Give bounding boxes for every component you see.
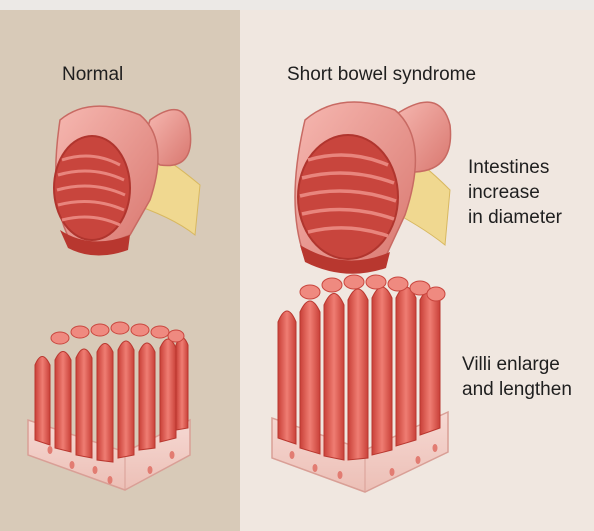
sbs-title: Short bowel syndrome xyxy=(287,62,476,87)
intestines-line-1: Intestines xyxy=(468,155,562,180)
intestines-line-2: increase xyxy=(468,180,562,205)
villi-line-1: Villi enlarge xyxy=(462,352,572,377)
sbs-villi-drawing xyxy=(272,275,448,492)
normal-title: Normal xyxy=(62,62,123,87)
normal-intestine-drawing xyxy=(54,106,200,255)
normal-villi-drawing xyxy=(28,322,190,490)
intestines-annotation: Intestines increase in diameter xyxy=(468,155,562,230)
intestines-line-3: in diameter xyxy=(468,205,562,230)
villi-line-2: and lengthen xyxy=(462,377,572,402)
sbs-intestine-drawing xyxy=(295,102,451,274)
villi-annotation: Villi enlarge and lengthen xyxy=(462,352,572,402)
